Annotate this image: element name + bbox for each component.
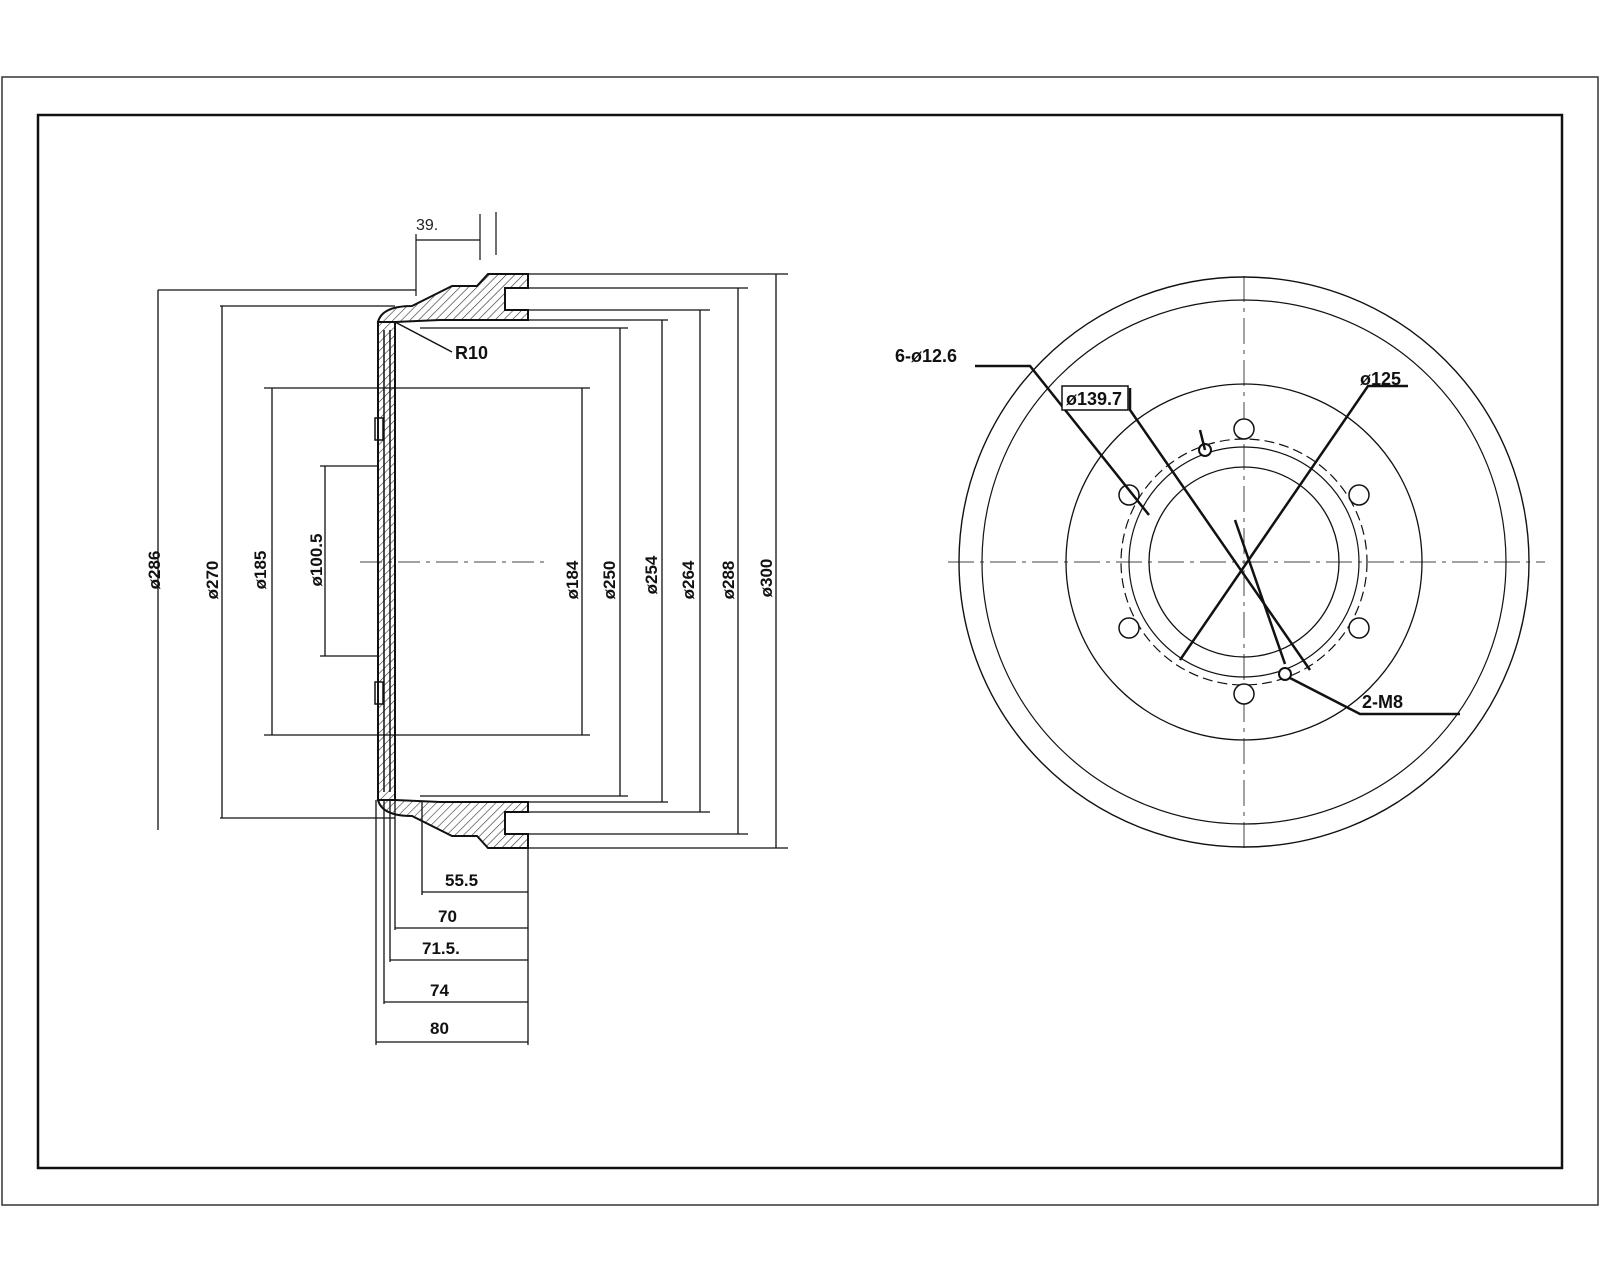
dim-74: 74 xyxy=(430,981,449,1000)
bolt-holes-label: 6-ø12.6 xyxy=(895,346,957,366)
dim-55-5: 55.5 xyxy=(445,871,478,890)
inner-border xyxy=(36,113,1564,1170)
dim-d185: ø185 xyxy=(251,551,270,590)
dim-d264: ø264 xyxy=(679,560,698,599)
hub-plate-section xyxy=(377,321,396,801)
dim-70: 70 xyxy=(438,907,457,926)
dim-d286: ø286 xyxy=(145,551,164,590)
front-view: 6-ø12.6 ø139.7 ø125 2-M8 xyxy=(895,276,1545,848)
radius-label: R10 xyxy=(455,343,488,363)
pcd-label: ø139.7 xyxy=(1066,389,1122,409)
dim-d270: ø270 xyxy=(203,561,222,600)
dim-d254: ø254 xyxy=(642,555,661,594)
outer-border xyxy=(1,76,1599,1206)
dim-d184: ø184 xyxy=(563,560,582,599)
section-view: 39. R10 xyxy=(145,212,788,1045)
top-wall-section xyxy=(376,273,529,323)
dim-d100-5: ø100.5 xyxy=(307,534,326,587)
dim-80: 80 xyxy=(430,1019,449,1038)
dim-d250: ø250 xyxy=(600,561,619,600)
pilot-diameter-label: ø125 xyxy=(1360,369,1401,389)
dim-39: 39. xyxy=(416,217,438,234)
bottom-wall-section xyxy=(376,799,529,849)
threaded-holes-label: 2-M8 xyxy=(1362,692,1403,712)
dim-d288: ø288 xyxy=(719,561,738,600)
dim-71-5: 71.5. xyxy=(422,939,460,958)
dim-d300: ø300 xyxy=(757,559,776,598)
